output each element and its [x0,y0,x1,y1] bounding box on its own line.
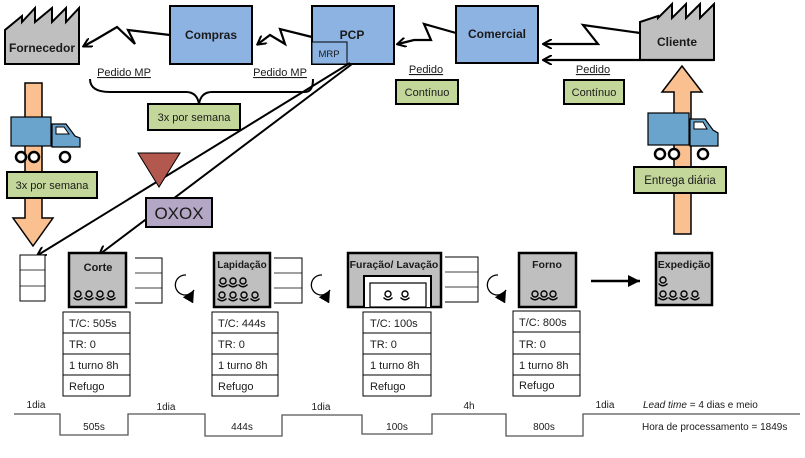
pcp-order-label: Pedido [409,64,443,76]
customer-order-type-label: Contínuo [572,87,617,99]
setup-time: TR: 0 [519,339,546,351]
cycle-time: T/C: 800s [519,317,567,329]
comercial-label: Comercial [468,27,526,41]
wait-time: 1dia [312,402,331,413]
inventory-stack [274,257,303,304]
lead-time-label: Lead time [643,400,687,411]
electronic-flow-compras-to-supplier [84,25,171,46]
data-box-corte: T/C: 505s TR: 0 1 turno 8h Refugo [62,311,131,397]
cycle-time: T/C: 444s [218,318,266,330]
factory-icon [639,1,715,61]
inventory-stack [445,256,479,303]
order-brace [89,78,314,105]
wait-time: 1dia [27,400,46,411]
inbound-frequency-label: 3x por semana [16,180,90,192]
scrap: Refugo [519,380,554,392]
push-arrow-icon [310,274,331,304]
schedule-line-to-raw-inventory [38,62,351,255]
customer-order-type-box [563,79,625,105]
truck-icon [647,112,719,161]
outbound-shipment-arrow [660,64,704,235]
purchase-frequency-box [147,103,241,131]
process-corte: Corte [67,251,128,309]
setup-time: TR: 0 [218,339,245,351]
supplier-label: Fornecedor [9,41,75,55]
inbound-frequency-box [6,171,98,199]
scrap: Refugo [69,381,104,393]
process-time: 800s [533,422,555,433]
electronic-flow-pcp-to-compras [258,27,313,47]
data-box-lapidacao: T/C: 444s TR: 0 1 turno 8h Refugo [211,311,279,397]
wait-time: 1dia [596,400,615,411]
push-arrow-icon [486,274,507,304]
shift: 1 turno 8h [69,360,119,372]
process-expedicao: Expedição [654,251,714,307]
compras-order-label: Pedido MP [253,67,307,79]
process-time: 100s [386,422,408,433]
customer-factory: Cliente [639,1,715,61]
shift: 1 turno 8h [519,360,569,372]
process-name: Forno [532,259,562,271]
shift: 1 turno 8h [370,360,420,372]
mrp-box [311,41,348,65]
pcp-order-type-box [395,79,459,105]
outbound-frequency-box [633,166,727,194]
process-name: Expedição [658,259,711,271]
process-lapidacao: Lapidação [212,251,272,309]
lead-time: Lead time = 4 dias e meio [643,400,758,411]
pcp-order-type-label: Contínuo [405,87,450,99]
supplier-order-label: Pedido MP [97,67,151,79]
cycle-time: T/C: 100s [370,318,418,330]
kanban-box [145,197,213,228]
process-name: Lapidação [217,260,266,271]
outbound-frequency-label: Entrega diária [644,175,716,187]
setup-time: TR: 0 [370,339,397,351]
purchase-frequency-label: 3x por semana [158,112,232,124]
wait-time: 4h [463,401,474,412]
data-box-furacao-lavacao: T/C: 100s TR: 0 1 turno 8h Refugo [362,311,432,397]
electronic-flow-customer-to-comercial [544,23,641,44]
kanban-label: OXOX [154,204,203,223]
push-arrow-icon [174,274,195,304]
pcp-label: PCP [340,28,365,42]
process-time: 444s [231,422,253,433]
scrap: Refugo [370,381,405,393]
inventory-stack [19,254,46,302]
processing-time: Hora de processamento = 1849s [642,422,787,433]
lead-time-value: = 4 dias e meio [687,400,758,411]
inventory-triangle [137,152,181,188]
inventory-stack [135,257,163,304]
schedule-line-to-corte [100,63,353,254]
shift: 1 turno 8h [218,360,268,372]
electronic-flow-comercial-to-pcp [398,22,457,44]
truck-icon [10,116,81,164]
mrp-label: MRP [318,49,339,60]
customer-label: Cliente [657,35,697,49]
process-name: Corte [84,262,113,274]
data-box-forno: T/C: 800s TR: 0 1 turno 8h Refugo [512,310,581,397]
inbound-shipment-arrow [11,82,55,248]
process-time: 505s [83,422,105,433]
process-furacao-lavacao: Furação/ Lavação [346,251,443,309]
process-forno: Forno [517,251,578,309]
wait-time: 1dia [157,402,176,413]
comercial-box [455,5,539,64]
supplier-factory: Fornecedor [4,5,80,65]
cycle-time: T/C: 505s [69,318,117,330]
compras-label: Compras [185,28,237,42]
factory-icon [4,5,80,65]
process-name: Furação/ Lavação [350,259,439,271]
scrap: Refugo [218,381,253,393]
setup-time: TR: 0 [69,339,96,351]
customer-order-label: Pedido [576,64,610,76]
timeline-ladder [14,413,800,437]
